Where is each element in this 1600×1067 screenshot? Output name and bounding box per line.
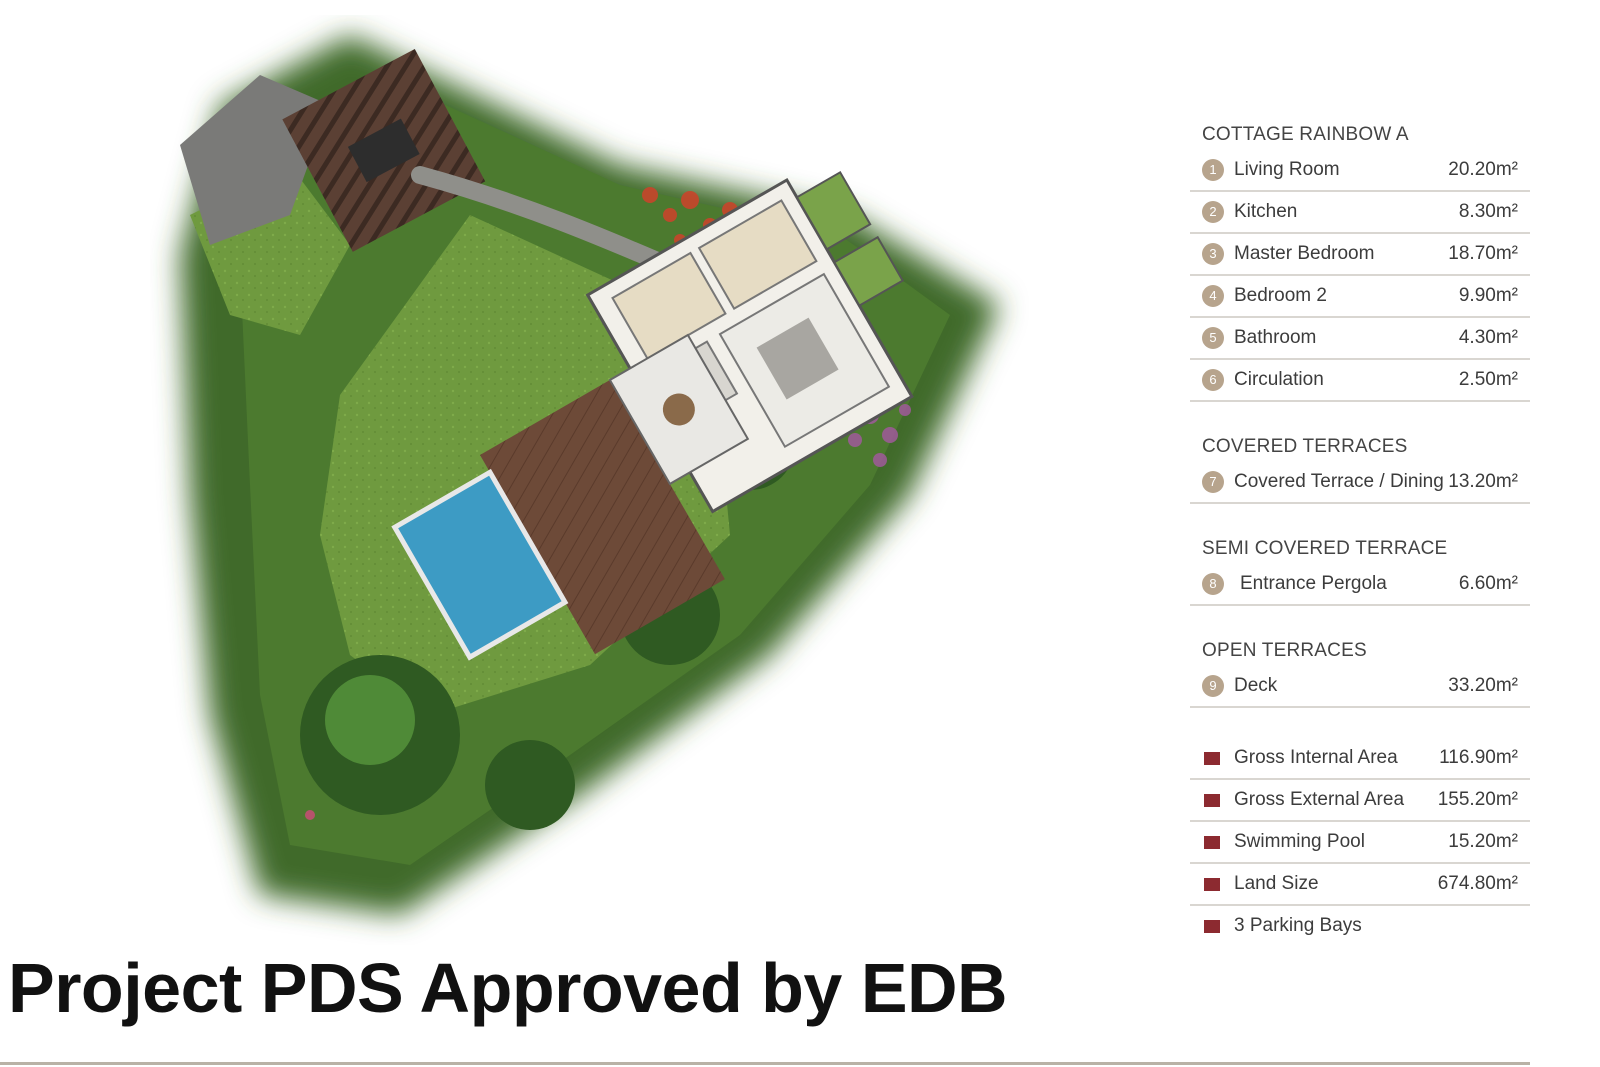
number-badge: 8 xyxy=(1202,573,1224,595)
row-label: Circulation xyxy=(1234,369,1324,390)
row-value: 6.60m² xyxy=(1458,573,1518,594)
schedule-row: 9 Deck 33.20m² xyxy=(1190,666,1530,708)
row-value: 20.20m² xyxy=(1448,159,1518,180)
row-value: 13.20m² xyxy=(1448,471,1518,492)
schedule-row: 5 Bathroom 4.30m² xyxy=(1190,318,1530,360)
totals-row: Swimming Pool 15.20m² xyxy=(1190,822,1530,864)
number-badge: 9 xyxy=(1202,675,1224,697)
footer-divider xyxy=(0,1062,1530,1065)
row-label: Bedroom 2 xyxy=(1234,285,1327,306)
number-badge: 3 xyxy=(1202,243,1224,265)
number-badge: 7 xyxy=(1202,471,1224,493)
row-value: 18.70m² xyxy=(1448,243,1518,264)
row-value: 15.20m² xyxy=(1448,831,1518,852)
section-title-cottage: COTTAGE RAINBOW A xyxy=(1202,124,1409,145)
legend-square-icon xyxy=(1204,920,1220,933)
number-badge: 5 xyxy=(1202,327,1224,349)
row-label: Kitchen xyxy=(1234,201,1298,222)
row-value: 9.90m² xyxy=(1458,285,1518,306)
legend-square-icon xyxy=(1204,752,1220,765)
schedule-row: 7 Covered Terrace / Dining 13.20m² xyxy=(1190,462,1530,504)
section-title-semi-covered: SEMI COVERED TERRACE xyxy=(1202,538,1448,559)
row-value: 33.20m² xyxy=(1448,675,1518,696)
row-value: 4.30m² xyxy=(1458,327,1518,348)
number-badge: 4 xyxy=(1202,285,1224,307)
schedule-row: 6 Circulation 2.50m² xyxy=(1190,360,1530,402)
totals-row: 3 Parking Bays xyxy=(1190,906,1530,946)
legend-square-icon xyxy=(1204,878,1220,891)
row-value: 155.20m² xyxy=(1437,789,1518,810)
number-badge: 2 xyxy=(1202,201,1224,223)
schedule-row: 3 Master Bedroom 18.70m² xyxy=(1190,234,1530,276)
legend-square-icon xyxy=(1204,794,1220,807)
totals-row: Gross External Area 155.20m² xyxy=(1190,780,1530,822)
totals-row: Land Size 674.80m² xyxy=(1190,864,1530,906)
row-label: Land Size xyxy=(1234,873,1319,894)
row-value: 2.50m² xyxy=(1458,369,1518,390)
section-title-open-terraces: OPEN TERRACES xyxy=(1202,640,1367,661)
row-label: Bathroom xyxy=(1234,327,1317,348)
schedule-row: 4 Bedroom 2 9.90m² xyxy=(1190,276,1530,318)
schedule-row: 2 Kitchen 8.30m² xyxy=(1190,192,1530,234)
site-plan-illustration xyxy=(180,35,1000,915)
number-badge: 1 xyxy=(1202,159,1224,181)
schedule-row: 8 Entrance Pergola 6.60m² xyxy=(1190,564,1530,606)
row-label: Deck xyxy=(1234,675,1278,696)
row-label: Gross Internal Area xyxy=(1234,747,1398,768)
row-label: Entrance Pergola xyxy=(1240,573,1387,594)
row-label: Living Room xyxy=(1234,159,1340,180)
legend-square-icon xyxy=(1204,836,1220,849)
section-title-covered-terraces: COVERED TERRACES xyxy=(1202,436,1408,457)
schedule-row: 1 Living Room 20.20m² xyxy=(1190,150,1530,192)
row-label: 3 Parking Bays xyxy=(1234,915,1362,936)
row-label: Covered Terrace / Dining xyxy=(1234,471,1444,492)
number-badge: 6 xyxy=(1202,369,1224,391)
area-schedule: COTTAGE RAINBOW A 1 Living Room 20.20m² … xyxy=(1190,120,1530,946)
row-label: Master Bedroom xyxy=(1234,243,1375,264)
row-value: 8.30m² xyxy=(1458,201,1518,222)
row-label: Swimming Pool xyxy=(1234,831,1365,852)
headline: Project PDS Approved by EDB xyxy=(8,949,1008,1027)
row-label: Gross External Area xyxy=(1234,789,1405,810)
row-value: 116.90m² xyxy=(1439,747,1518,768)
row-value: 674.80m² xyxy=(1437,873,1518,894)
totals-row: Gross Internal Area 116.90m² xyxy=(1190,738,1530,780)
